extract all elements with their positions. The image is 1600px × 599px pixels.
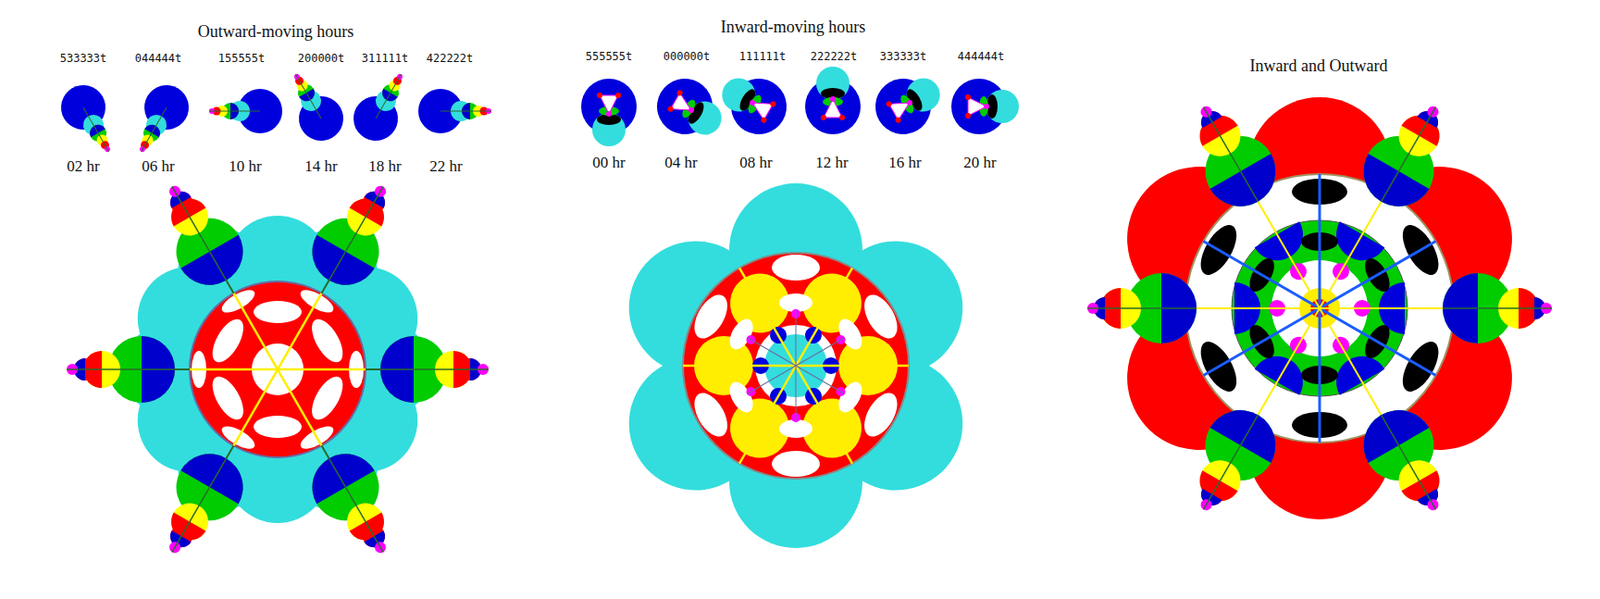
state-code: 555555t [585, 50, 633, 63]
hour-icon [865, 62, 952, 145]
state-code: 222222t [810, 50, 858, 63]
state-code: 111111t [739, 50, 787, 63]
state-code: 200000t [297, 52, 346, 65]
hour-label: 16 hr [888, 154, 921, 173]
outward-icons [52, 62, 492, 162]
state-code: 533333t [60, 52, 108, 65]
hour-label: 02 hr [66, 158, 100, 176]
hour-label: 22 hr [429, 158, 462, 176]
hour-icon [646, 68, 733, 150]
hour-label: 18 hr [368, 158, 401, 176]
hour-icon [276, 62, 352, 149]
hour-icon [418, 88, 492, 134]
state-code: 311111t [361, 52, 410, 65]
state-code: 422222t [426, 52, 474, 65]
hour-label: 06 hr [141, 158, 174, 176]
panel-title: Outward-moving hours [198, 23, 354, 42]
hour-icon [581, 78, 637, 147]
hour-icon [710, 62, 797, 145]
hour-icon [805, 66, 861, 135]
hour-label: 04 hr [664, 154, 697, 173]
hour-label: 00 hr [592, 154, 625, 173]
inward-figure [604, 183, 987, 548]
combined-figure [1087, 89, 1552, 528]
state-code: 000000t [663, 50, 711, 63]
hour-icon [209, 88, 283, 134]
hour-label: 12 hr [815, 154, 848, 173]
panel-title: Inward-moving hours [720, 18, 866, 38]
hour-icon [52, 76, 128, 162]
outward-figure [66, 170, 489, 570]
hour-icon [345, 62, 421, 149]
hour-icon [951, 78, 1019, 135]
hour-label: 14 hr [304, 158, 337, 176]
inward-icons [581, 62, 1019, 151]
state-code: 444444t [957, 50, 1005, 63]
hour-label: 10 hr [228, 158, 261, 176]
hour-label: 08 hr [739, 154, 772, 173]
state-code: 333333t [880, 50, 928, 63]
hour-label: 20 hr [963, 154, 996, 173]
state-code: 044444t [135, 52, 183, 65]
state-code: 155555t [218, 52, 266, 65]
hour-icon [122, 76, 198, 162]
panel-title: Inward and Outward [1250, 57, 1389, 76]
